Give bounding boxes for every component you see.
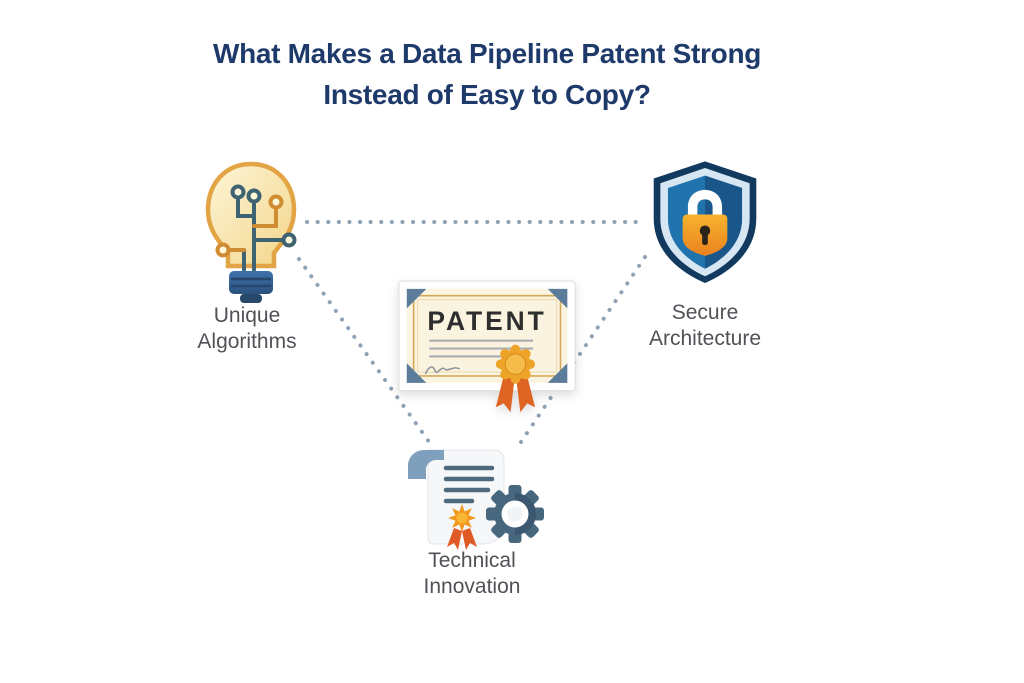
label-unique-algorithms: Unique Algorithms — [197, 304, 297, 353]
document-page — [427, 449, 505, 545]
gear — [486, 485, 544, 543]
label-technical-innovation: Technical Innovation — [423, 549, 521, 598]
certificate-rosette — [495, 344, 536, 413]
document-seal — [447, 504, 477, 550]
patent-certificate-icon: PATENT — [398, 280, 576, 413]
label-secure-architecture: Secure Architecture — [648, 301, 762, 350]
document-gear-icon — [408, 449, 544, 550]
document-curl — [408, 450, 444, 479]
bulb-base — [229, 271, 273, 294]
page-title: What Makes a Data Pipeline Patent Strong… — [212, 38, 762, 110]
bulb-base-cap — [240, 294, 262, 303]
node-patent-certificate: PATENT — [396, 278, 582, 425]
node-technical-innovation — [398, 442, 553, 552]
certificate-signature — [424, 366, 461, 375]
certificate-title: PATENT — [427, 306, 546, 336]
connector-right — [515, 255, 647, 450]
shield-lock-icon — [653, 161, 757, 283]
document-text-lines — [443, 465, 495, 504]
node-unique-algorithms — [196, 158, 306, 308]
node-secure-architecture — [648, 156, 762, 294]
lock-keyhole — [699, 225, 711, 245]
connector-left — [297, 257, 434, 448]
lightbulb-circuit-icon — [205, 161, 297, 303]
lock-shackle — [687, 189, 723, 219]
circuit-tree — [215, 184, 297, 272]
certificate-gold-border — [412, 294, 562, 377]
